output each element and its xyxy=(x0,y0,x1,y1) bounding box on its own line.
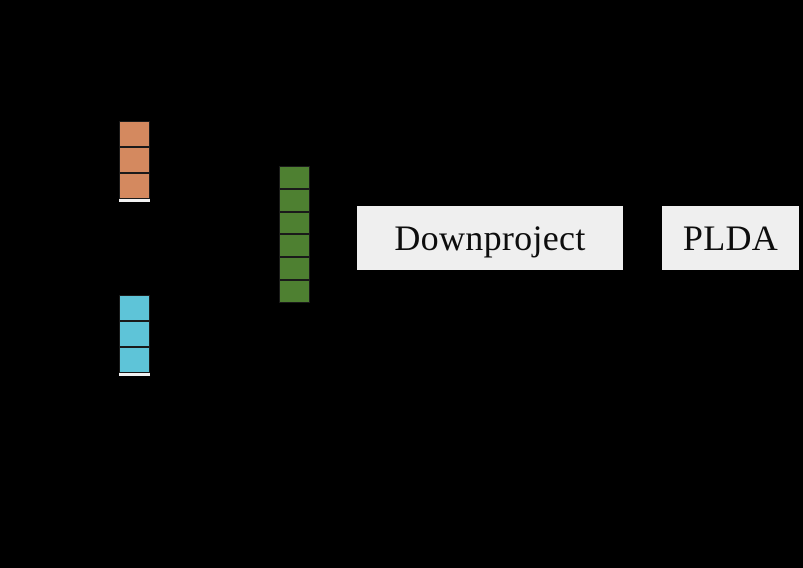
vector-cell xyxy=(279,166,310,189)
vector-cell xyxy=(279,279,310,303)
downproject-box: Downproject xyxy=(357,206,623,270)
vector-cell xyxy=(119,321,150,347)
blue-vector-baseline xyxy=(119,373,150,376)
blue-embedding-vector xyxy=(119,295,150,373)
plda-label: PLDA xyxy=(682,218,779,258)
vector-cell xyxy=(119,347,150,373)
vector-cell xyxy=(119,173,150,199)
vector-cell xyxy=(279,211,310,235)
vector-cell xyxy=(119,147,150,173)
vector-cell xyxy=(119,121,150,147)
green-concatenated-vector xyxy=(279,166,310,303)
orange-embedding-vector xyxy=(119,121,150,199)
vector-cell xyxy=(119,295,150,321)
vector-cell xyxy=(279,188,310,212)
orange-vector-baseline xyxy=(119,199,150,202)
vector-cell xyxy=(279,257,310,280)
plda-box: PLDA xyxy=(662,206,799,270)
downproject-label: Downproject xyxy=(394,218,586,258)
vector-cell xyxy=(279,234,310,258)
